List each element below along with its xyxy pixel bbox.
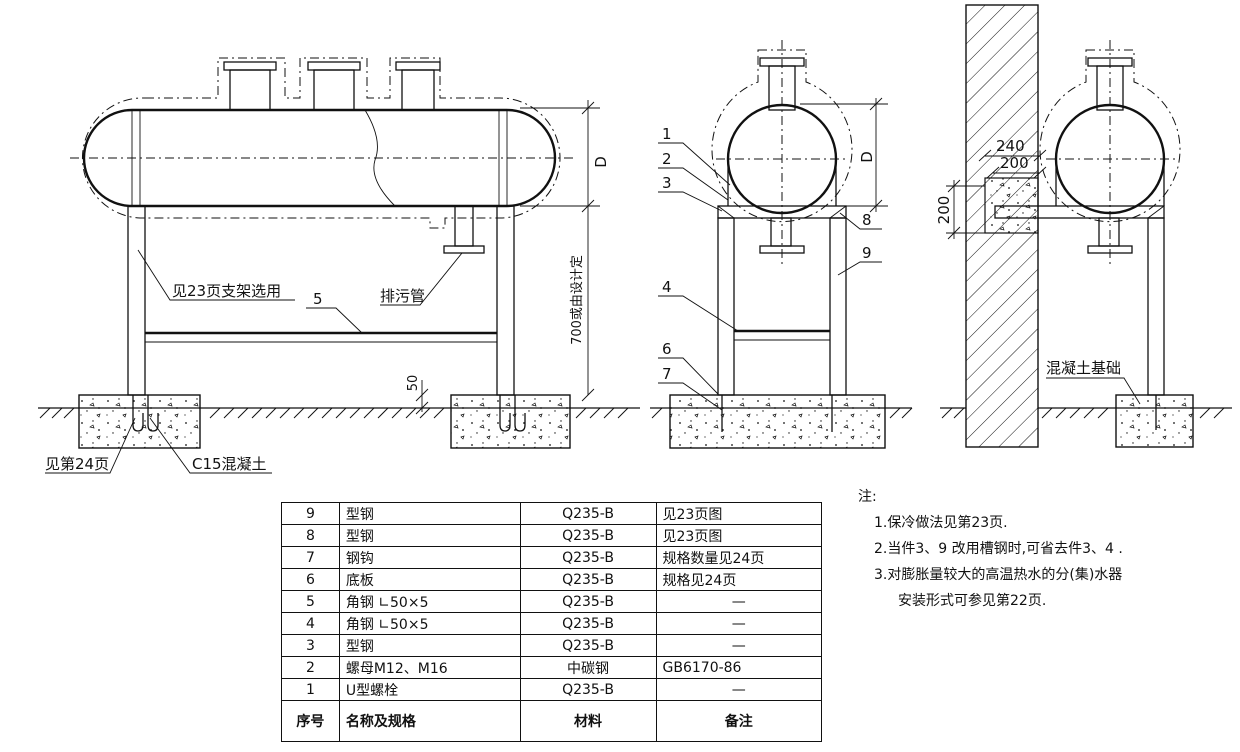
row-note: 规格数量见24页 [655,546,823,569]
wall-mounted-elevation: 240 200 200 混凝土基础 [935,4,1232,448]
row-no: 7 [281,546,340,569]
callout-4: 4 [662,278,672,296]
row-no: 5 [281,590,340,613]
row-no: 9 [281,502,340,525]
dim-200-vertical: 200 [935,196,953,225]
row-note: — [655,612,823,635]
drain-pipe-label: 排污管 [380,287,425,305]
concrete-base-label: 混凝土基础 [1046,359,1121,377]
dim-50: 50 [406,375,421,392]
part5-label: 5 [313,290,323,308]
row-note: GB6170-86 [655,656,823,679]
row-name: U型螺栓 [338,678,521,701]
header-no: 序号 [281,700,340,742]
side-elevation: D 1 2 3 8 9 4 6 7 [650,40,913,449]
table-header-row: 序号 名称及规格 材料 备注 [281,700,823,742]
callout-2: 2 [662,150,672,168]
see-p23-support-label: 见23页支架选用 [172,282,281,300]
header-note: 备注 [655,700,823,742]
c15-label: C15混凝土 [192,455,267,473]
row-material: Q235-B [519,634,657,657]
height-dim-label: 700或由设计定 [570,255,585,345]
row-no: 2 [281,656,340,679]
row-name: 底板 [338,568,521,591]
row-material: Q235-B [519,678,657,701]
row-material: Q235-B [519,612,657,635]
header-material: 材料 [519,700,657,742]
dim-200-horizontal: 200 [1000,154,1029,172]
note-item-2: 2.当件3、9 改用槽钢时,可省去件3、4 . [874,541,1123,557]
row-name: 型钢 [338,634,521,657]
header-name: 名称及规格 [338,700,521,742]
front-elevation: D 700或由设计定 50 见23页支架选用 5 排污管 见第24页 C15混凝… [38,57,640,474]
row-no: 8 [281,524,340,547]
dim-240: 240 [996,137,1025,155]
notes: 注: 1.保冷做法见第23页. 2.当件3、9 改用槽钢时,可省去件3、4 . … [858,484,1123,614]
row-name: 角钢 ∟50×5 [338,612,521,635]
note-item-3-cont: 安装形式可参见第22页. [898,593,1047,609]
row-no: 6 [281,568,340,591]
dim-D-mid: D [858,151,876,163]
row-name: 钢钩 [338,546,521,569]
row-note: — [655,678,823,701]
row-note: 见23页图 [655,524,823,547]
row-note: 见23页图 [655,502,823,525]
note-item-1: 1.保冷做法见第23页. [874,515,1008,531]
row-material: Q235-B [519,568,657,591]
callout-9: 9 [862,244,872,262]
dim-D-left: D [592,156,610,168]
callout-7: 7 [662,365,672,383]
row-note: 规格见24页 [655,568,823,591]
row-name: 型钢 [338,502,521,525]
row-note: — [655,590,823,613]
row-note: — [655,634,823,657]
row-no: 4 [281,612,340,635]
row-no: 3 [281,634,340,657]
row-material: Q235-B [519,502,657,525]
notes-title: 注: [858,489,877,505]
row-material: 中碳钢 [519,656,657,679]
note-item-3: 3.对膨胀量较大的高温热水的分(集)水器 [874,567,1123,583]
row-material: Q235-B [519,590,657,613]
row-no: 1 [281,678,340,701]
callout-8: 8 [862,211,872,229]
row-name: 型钢 [338,524,521,547]
callout-1: 1 [662,125,672,143]
see-p24-label: 见第24页 [45,455,109,473]
row-name: 螺母M12、M16 [338,656,521,679]
callout-3: 3 [662,174,672,192]
callout-6: 6 [662,340,672,358]
row-name: 角钢 ∟50×5 [338,590,521,613]
row-material: Q235-B [519,546,657,569]
row-material: Q235-B [519,524,657,547]
ground-hatch-left [39,407,629,419]
